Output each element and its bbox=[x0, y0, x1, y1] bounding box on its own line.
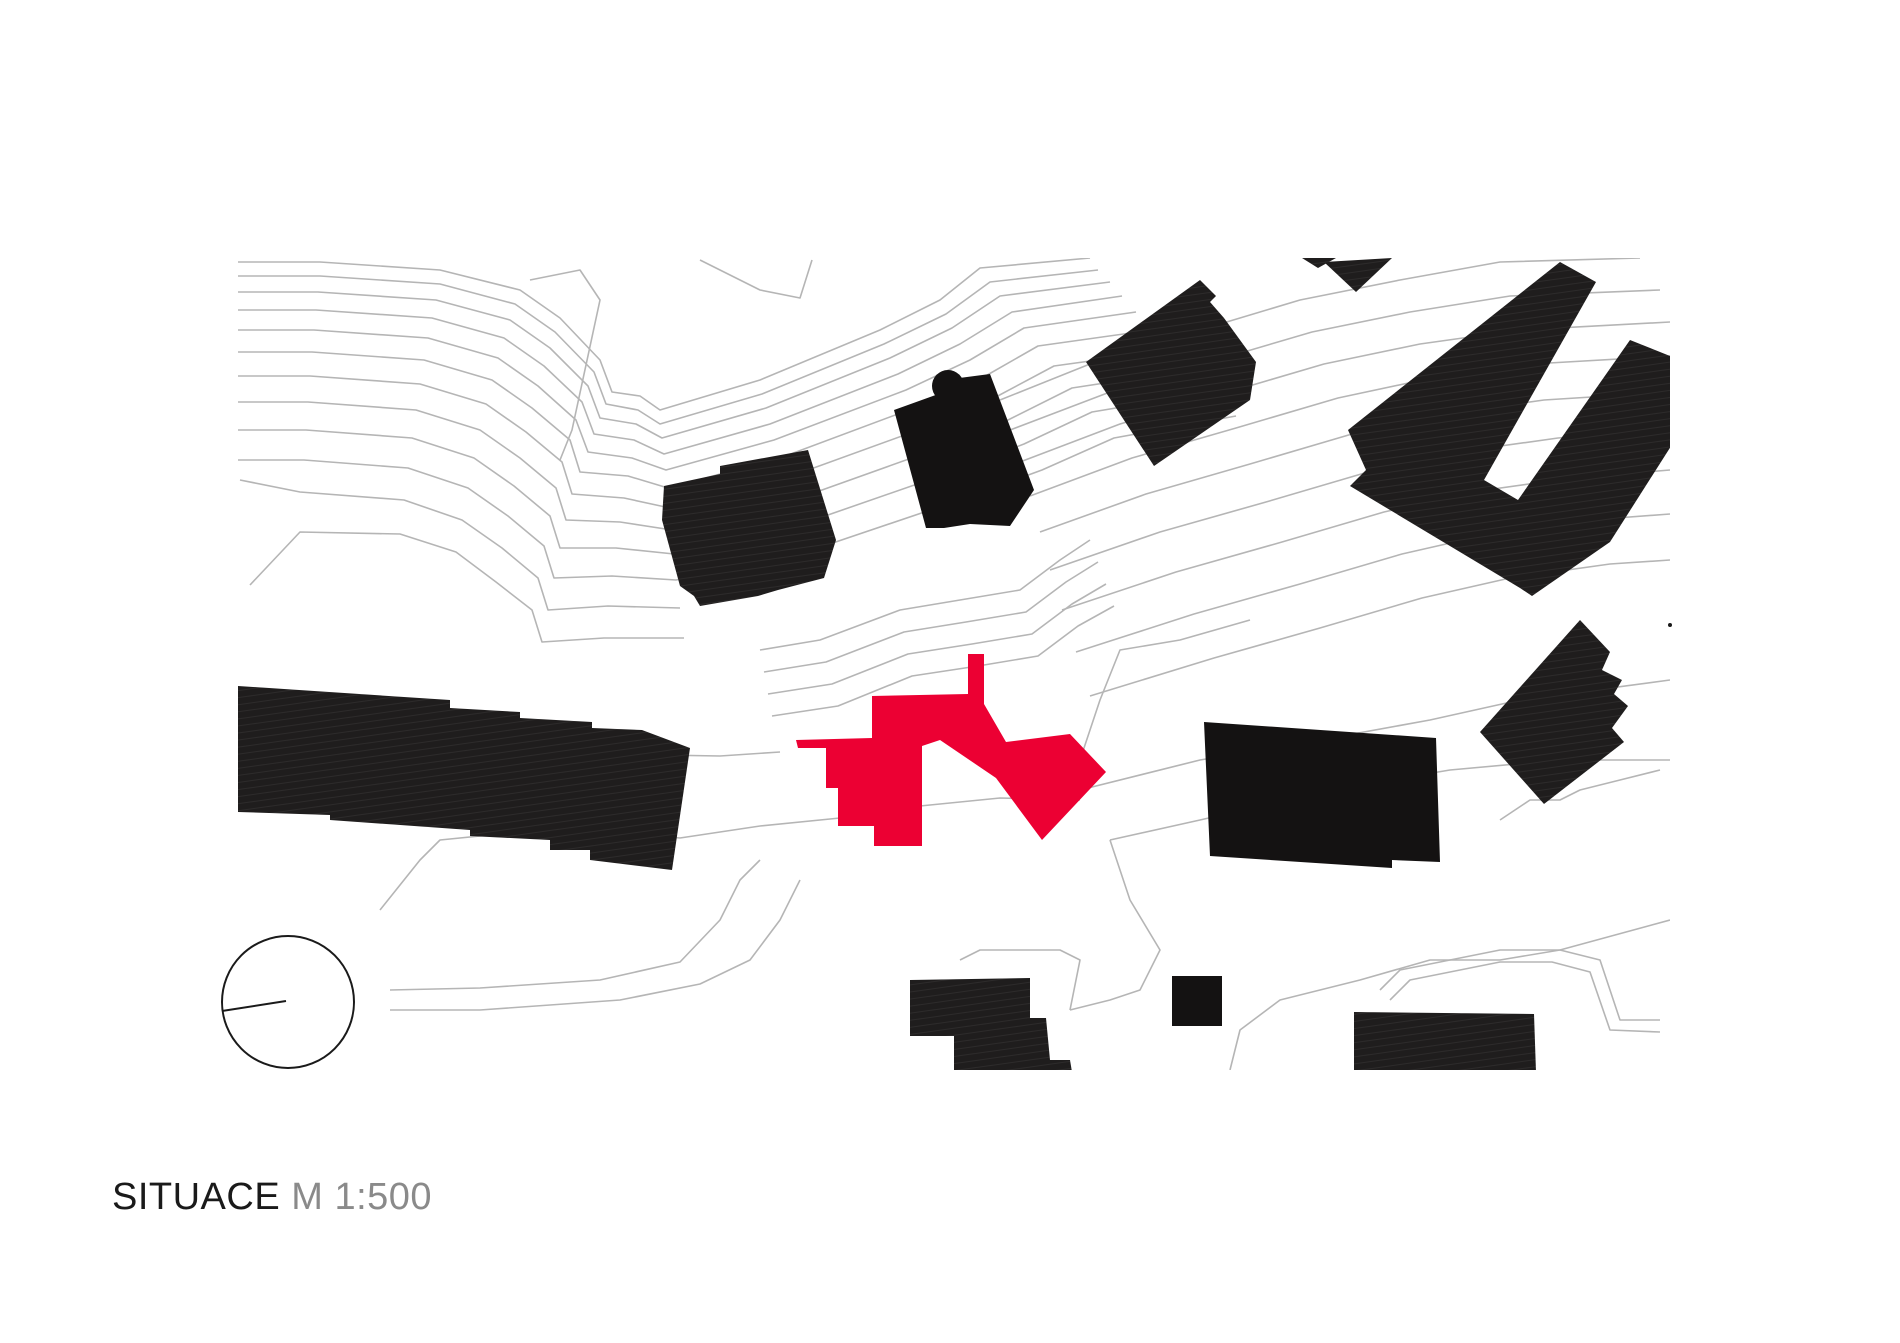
building-north-c bbox=[1086, 280, 1256, 466]
building-east-tilted bbox=[1480, 620, 1628, 804]
building-north-b bbox=[894, 374, 1034, 528]
building-north-a bbox=[662, 450, 836, 606]
caption-title: SITUACE bbox=[112, 1176, 281, 1218]
building-east-block bbox=[1204, 722, 1440, 868]
proposed-building-footprint bbox=[796, 654, 1106, 846]
caption-scale: M 1:500 bbox=[291, 1176, 433, 1218]
building-north-b-tower bbox=[932, 370, 964, 402]
plan-caption: SITUACE M 1:500 bbox=[112, 1176, 432, 1219]
building-south-a bbox=[910, 978, 1072, 1070]
contour-lines bbox=[238, 258, 1670, 1070]
proposed-building bbox=[796, 654, 1106, 846]
building-north-edge-b bbox=[1324, 258, 1392, 292]
existing-buildings bbox=[238, 258, 1670, 1070]
building-south-b bbox=[1172, 976, 1222, 1026]
site-marker-dot bbox=[1668, 623, 1672, 627]
building-south-c bbox=[1354, 1012, 1536, 1070]
building-north-edge-a bbox=[1302, 258, 1336, 268]
building-west-long bbox=[238, 686, 690, 870]
north-arrow-icon bbox=[221, 935, 355, 1069]
building-northeast-u bbox=[1348, 262, 1670, 596]
